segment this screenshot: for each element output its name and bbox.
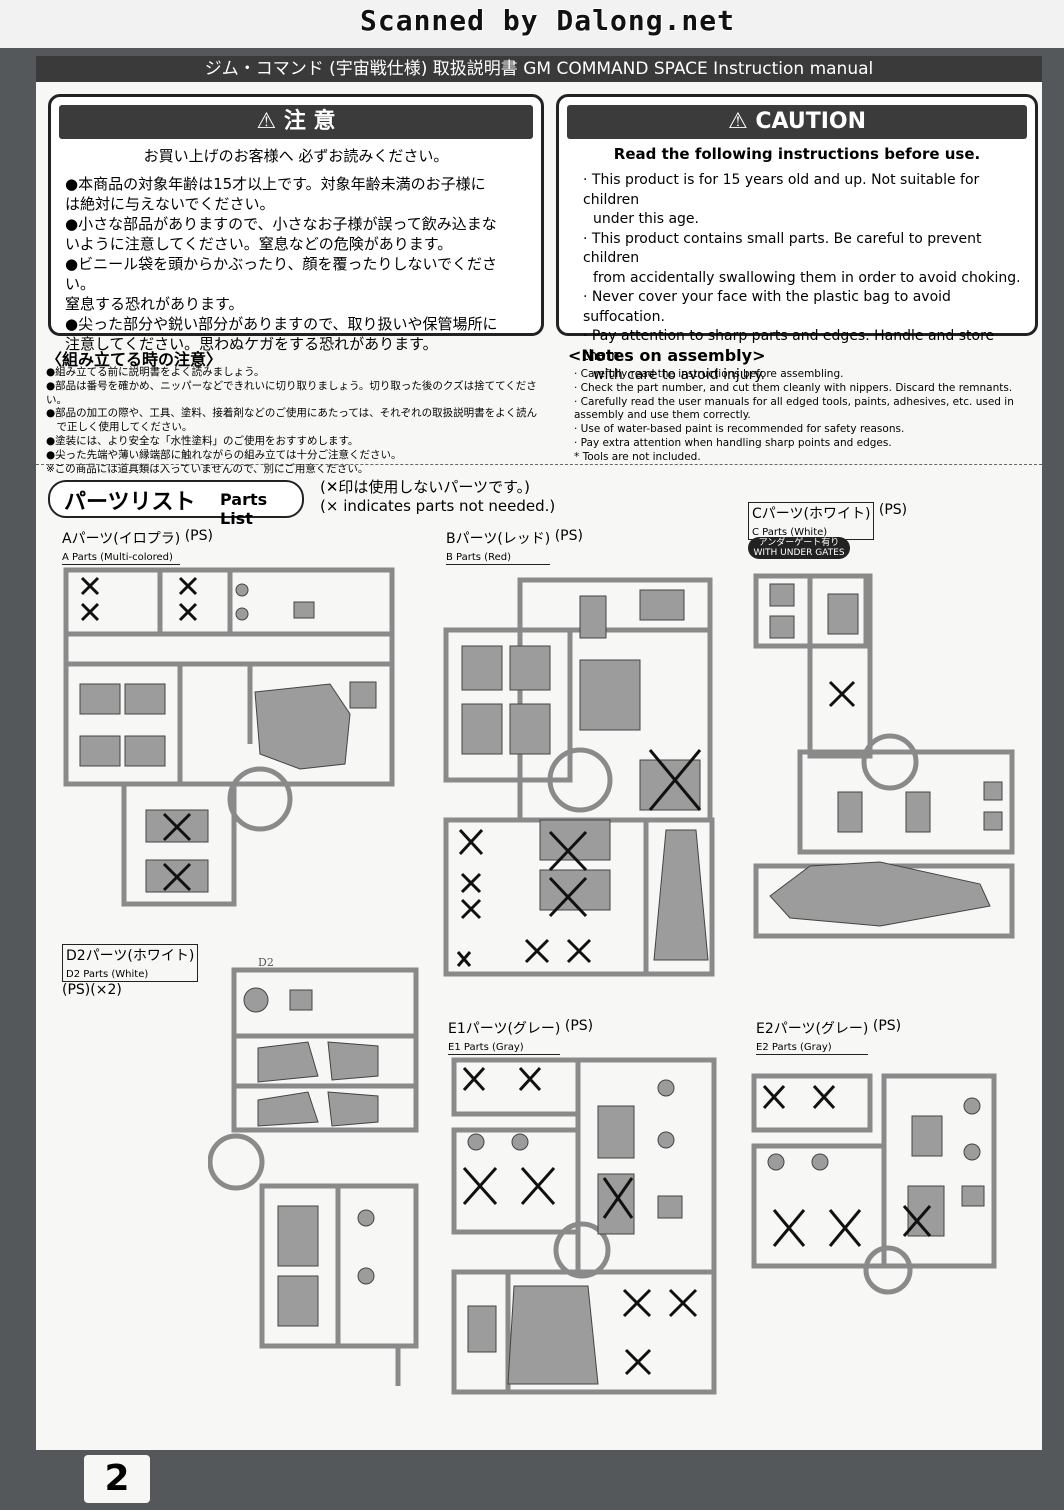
manual-page: ジム・コマンド (宇宙戦仕様) 取扱説明書 GM COMMAND SPACE I…	[36, 56, 1042, 1450]
notes-en: · Carefully read the instructions before…	[574, 368, 1034, 465]
caution-line: ●小さな部品がありますので、小さなお子様が誤って飲み込まな	[65, 215, 497, 233]
parts-list-title-en: Parts List	[220, 490, 268, 528]
scan-credit: Scanned by Dalong.net	[360, 4, 736, 37]
caution-box-en: ⚠ CAUTION Read the following instruction…	[556, 94, 1038, 383]
sprue-b-diagram	[443, 577, 715, 977]
note-line: ※この商品には道具類は入っていませんので、別にご用意ください。	[46, 462, 369, 475]
notes-jp: ●組み立てる前に説明書をよく読みましょう。 ●部品は番号を確かめ、ニッパーなどで…	[46, 366, 546, 476]
scan-banner: Scanned by Dalong.net	[0, 0, 1064, 48]
sprue-label-e2: E2パーツ(グレー)E2 Parts (Gray) (PS)	[756, 1018, 902, 1055]
caution-lines-en: · This product is for 15 years old and u…	[583, 171, 1021, 386]
note-line: · Check the part number, and cut them cl…	[574, 381, 1013, 394]
page-header: ジム・コマンド (宇宙戦仕様) 取扱説明書 GM COMMAND SPACE I…	[36, 56, 1042, 82]
sprue-e2-diagram	[751, 1073, 997, 1295]
parts-list-title-jp: パーツリスト	[64, 490, 196, 515]
note-line: ●部品は番号を確かめ、ニッパーなどできれいに切り取りましょう。切り取った後のクズ…	[46, 379, 537, 406]
page-number: 2	[84, 1455, 150, 1503]
caution-box-jp: ⚠ 注 意 お買い上げのお客様へ 必ずお読みください。 ●本商品の対象年齢は15…	[48, 94, 544, 353]
sprue-label-d2: D2パーツ(ホワイト)D2 Parts (White) (PS)(×2)	[62, 944, 199, 998]
caution-line: いように注意してください。窒息などの危険があります。	[65, 235, 453, 253]
note-line: ●部品の加工の際や、工具、塗料、接着剤などのご使用にあたっては、それぞれの取扱説…	[46, 407, 538, 420]
sprue-e1-diagram	[451, 1057, 717, 1395]
note-line: で正しく使用してください。	[46, 421, 193, 434]
parts-list-note: (✕印は使用しないパーツです。) (× indicates parts not …	[320, 478, 555, 516]
note-line: ●組み立てる前に説明書をよく読みましょう。	[46, 366, 265, 378]
warning-icon: ⚠	[727, 109, 748, 134]
caution-subheading-en: Read the following instructions before u…	[613, 145, 981, 163]
note-line: ●塗装には、より安全な「水性塗料」のご使用をおすすめします。	[46, 434, 359, 447]
caution-line: with care to avoid injury.	[593, 367, 766, 383]
caution-line: under this age.	[593, 211, 699, 227]
note-jp: (✕印は使用しないパーツです。)	[320, 478, 530, 496]
caution-heading-jp: ⚠ 注 意	[59, 105, 533, 139]
note-line: · Carefully read the instructions before…	[574, 368, 844, 380]
caution-line: from accidentally swallowing them in ord…	[593, 269, 1021, 286]
note-line: · Use of water-based paint is recommende…	[574, 423, 905, 436]
caution-line: · This product is for 15 years old and u…	[583, 172, 980, 208]
caution-line: · Pay attention to sharp parts and edges…	[583, 328, 995, 364]
warning-icon: ⚠	[256, 109, 277, 134]
sprue-a-diagram	[63, 567, 395, 907]
sprue-label-e1: E1パーツ(グレー)E1 Parts (Gray) (PS)	[448, 1018, 594, 1055]
caution-line: 窒息する恐れがあります。	[65, 295, 244, 313]
caution-line: · Never cover your face with the plastic…	[583, 289, 951, 325]
caution-line: ●ビニール袋を頭からかぶったり、顔を覆ったりしないでください。	[65, 255, 498, 293]
parts-list-badge: パーツリスト Parts List	[48, 480, 304, 528]
note-line: assembly and use them correctly.	[574, 409, 751, 422]
sprue-label-a: Aパーツ(イロプラ)A Parts (Multi-colored) (PS)	[62, 528, 213, 565]
sprue-d2-diagram: D2	[208, 956, 419, 1386]
note-line: · Carefully read the user manuals for al…	[574, 395, 1014, 408]
caution-subheading-jp: お買い上げのお客様へ 必ずお読みください。	[143, 147, 449, 165]
note-line: · Pay extra attention when handling shar…	[574, 436, 892, 449]
sprue-letter-d2: D2	[258, 956, 274, 969]
under-gate-badge: アンダーゲート有り WITH UNDER GATES	[748, 537, 850, 559]
note-line: ●尖った先端や薄い縁端部に触れながらの組み立ては十分ご注意ください。	[46, 448, 402, 461]
notes-title-en: <Notes on assembly>	[568, 346, 766, 365]
caution-line: 注意してください。思わぬケガをする恐れがあります。	[65, 335, 438, 353]
section-divider	[36, 464, 1042, 465]
notes-title-jp: 〈組み立てる時の注意〉	[46, 350, 223, 369]
caution-heading-en: ⚠ CAUTION	[567, 105, 1027, 139]
note-line: * Tools are not included.	[574, 450, 701, 463]
caution-lines-jp: ●本商品の対象年齢は15才以上です。対象年齢未満のお子様に は絶対に与えないでく…	[65, 174, 527, 354]
sprue-label-b: Bパーツ(レッド)B Parts (Red) (PS)	[446, 528, 583, 565]
sprue-c-diagram	[753, 573, 1015, 939]
sprue-label-c: Cパーツ(ホワイト)C Parts (White) (PS)	[748, 502, 907, 540]
note-en: (× indicates parts not needed.)	[320, 497, 556, 515]
caution-line: ●尖った部分や鋭い部分がありますので、取り扱いや保管場所に	[65, 315, 498, 333]
caution-line: ●本商品の対象年齢は15才以上です。対象年齢未満のお子様に	[65, 175, 486, 193]
caution-line: · This product contains small parts. Be …	[583, 230, 982, 267]
caution-line: は絶対に与えないでください。	[65, 195, 275, 213]
